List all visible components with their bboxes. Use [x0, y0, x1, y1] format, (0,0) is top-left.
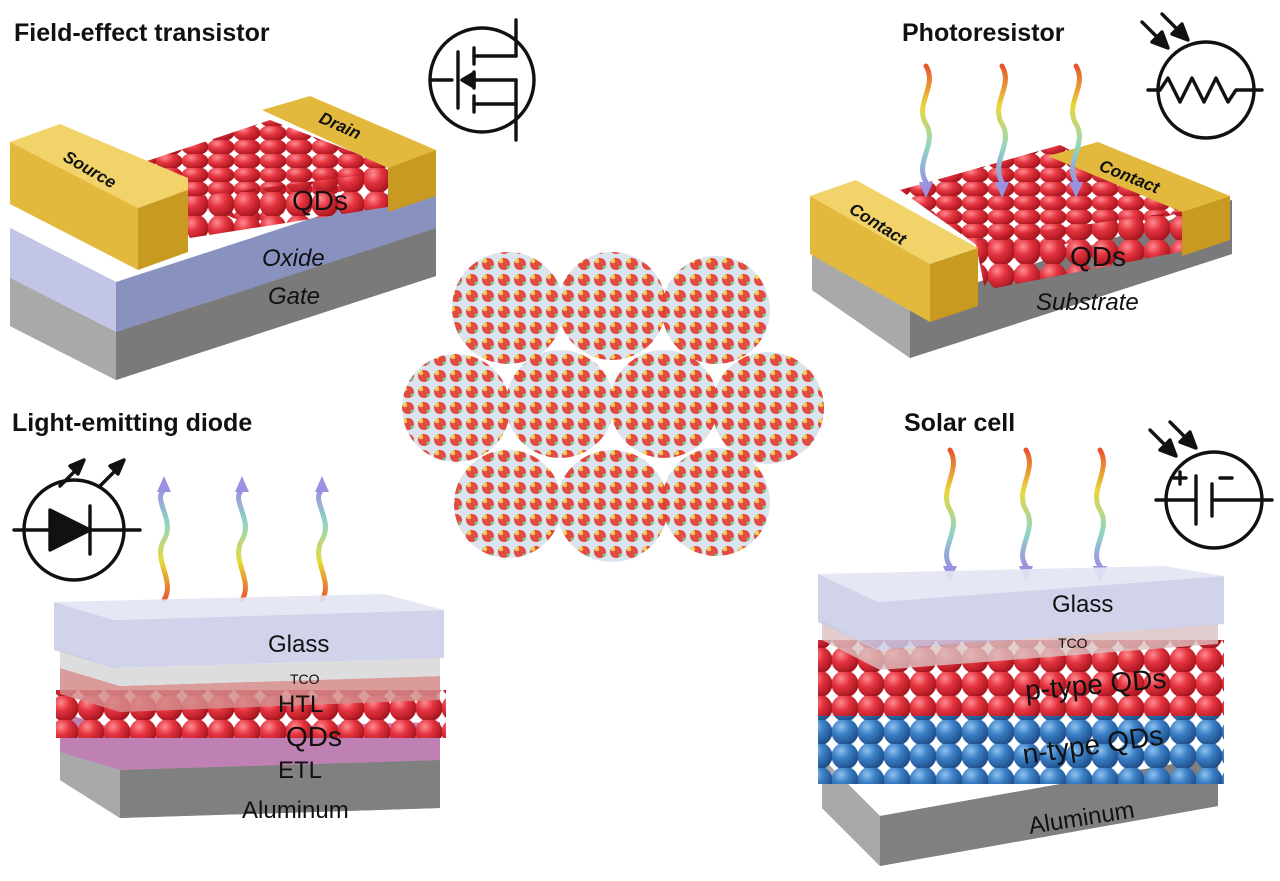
- led-qds-label: QDs: [286, 721, 342, 752]
- photoresistor-right-contact: [1048, 142, 1230, 256]
- photoresistor-substrate-label: Substrate: [1036, 289, 1139, 316]
- led-htl-label: HTL: [278, 691, 323, 718]
- led-title: Light-emitting diode: [12, 409, 252, 437]
- led-tco-layer: [60, 650, 440, 686]
- fet-oxide-layer: [10, 178, 436, 332]
- led-htl-layer: [60, 668, 440, 712]
- led-aluminum-label: Aluminum: [242, 797, 349, 824]
- solar-cell-symbol-icon: [1148, 420, 1274, 550]
- led-symbol-icon: [12, 458, 142, 582]
- solar-light-waves: [943, 447, 1107, 582]
- fet-title: Field-effect transistor: [14, 19, 270, 47]
- photoresistor-left-contact: [810, 180, 978, 322]
- quantum-dot-superlattice-icon: [402, 252, 824, 562]
- photoresistor-light-waves: [919, 63, 1083, 198]
- fet-gate-label: Gate: [268, 283, 320, 310]
- mosfet-symbol-icon: [428, 18, 536, 142]
- led-panel: Light-emitting diode: [12, 409, 446, 824]
- led-etl-label: ETL: [278, 757, 322, 784]
- solar-title: Solar cell: [904, 409, 1015, 437]
- fet-qds-label: QDs: [292, 185, 348, 216]
- fet-gate-layer: [10, 228, 436, 380]
- photoresistor-qds-label: QDs: [1070, 241, 1126, 272]
- led-light-waves: [157, 476, 329, 603]
- fet-source-contact: [10, 124, 188, 270]
- led-glass-layer: [54, 594, 444, 668]
- solar-tco-layer: [822, 620, 1218, 670]
- fet-qd-layer: [120, 120, 400, 238]
- led-glass-label: Glass: [268, 631, 329, 658]
- fet-panel: Field-effect transistor Source D: [10, 18, 536, 380]
- photoresistor-panel: Photoresistor Contact Contact QDs Substr…: [810, 12, 1264, 358]
- led-aluminum-layer: [60, 752, 440, 818]
- photoresistor-symbol-icon: [1140, 12, 1264, 140]
- solar-glass-layer: [818, 566, 1224, 650]
- solar-panel: Solar cell: [818, 409, 1274, 866]
- solar-tco-label: TCO: [1058, 635, 1088, 651]
- photoresistor-title: Photoresistor: [902, 19, 1065, 47]
- solar-glass-label: Glass: [1052, 591, 1113, 618]
- fet-oxide-label: Oxide: [262, 245, 325, 272]
- led-tco-label: TCO: [290, 671, 320, 687]
- fet-drain-contact: [262, 96, 436, 212]
